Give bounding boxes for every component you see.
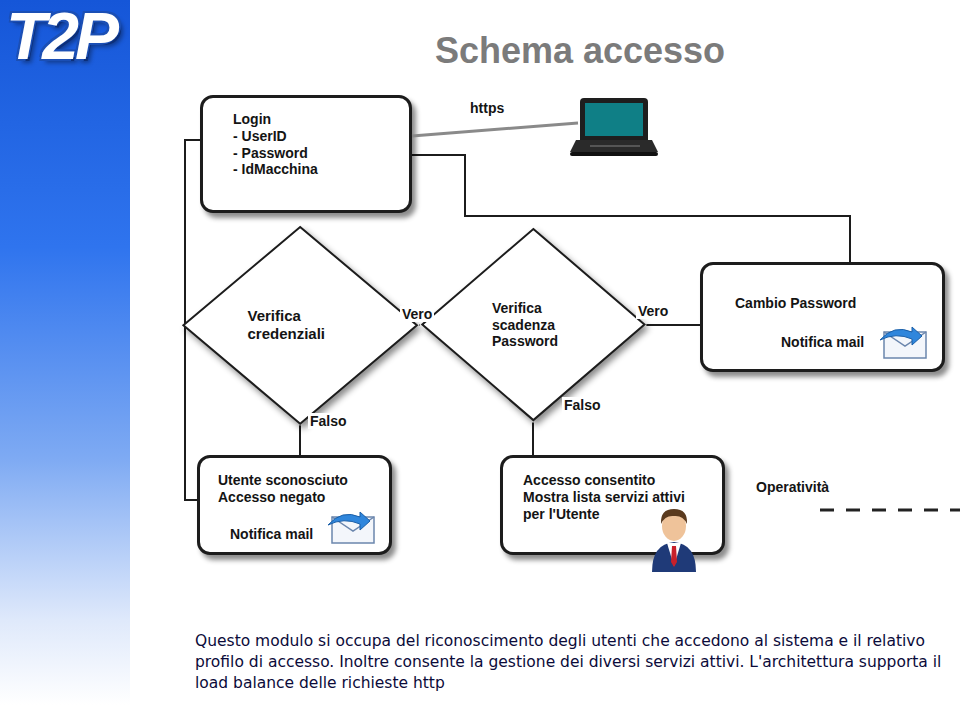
edge-label: Falso <box>308 413 349 429</box>
node-text: Notifica mail <box>781 334 932 351</box>
flow-label: Operatività <box>756 479 829 495</box>
logo-text: T2P <box>6 0 115 74</box>
title: Schema accesso <box>300 30 860 72</box>
protocol-label: https <box>470 100 504 116</box>
illustration-part <box>570 140 658 152</box>
diamond-outline <box>422 229 644 420</box>
node-text: - IdMacchina <box>233 161 393 178</box>
node-text: Login <box>233 111 393 128</box>
node-text: Cambio Password <box>735 295 932 312</box>
illustration-part <box>590 145 640 147</box>
laptop-icon <box>570 98 658 156</box>
decision-diamond: Verifica scadenza Password <box>420 227 647 422</box>
caption: Questo modulo si occupa del riconoscimen… <box>195 631 947 694</box>
node-text: - Password <box>233 145 393 162</box>
decision-diamond: Verifica credenziali <box>181 225 419 426</box>
connector <box>299 425 301 455</box>
connector <box>418 324 420 326</box>
node-text: Notifica mail <box>230 526 379 543</box>
edge-label: Falso <box>562 397 603 413</box>
node-text: Verifica scadenza Password <box>492 300 574 350</box>
edge-label: Vero <box>400 306 434 322</box>
operativita-dash <box>820 509 960 512</box>
process-box: Cambio PasswordNotifica mail <box>700 262 945 372</box>
node-text: Verifica credenziali <box>247 307 352 343</box>
process-box: Utente sconosciuto Accesso negatoNotific… <box>197 455 392 555</box>
node-text: - UserID <box>233 128 393 145</box>
illustration-part <box>585 103 643 136</box>
https-link <box>412 123 578 136</box>
illustration-part <box>580 98 648 140</box>
connector <box>646 324 700 326</box>
connector <box>532 423 534 456</box>
node-text: Accesso consentito Mostra lista servizi … <box>523 472 685 522</box>
side-band <box>0 0 130 705</box>
process-box: Accesso consentito Mostra lista servizi … <box>500 455 725 555</box>
node-text: Utente sconosciuto Accesso negato <box>218 472 368 506</box>
edge-label: Vero <box>636 303 670 319</box>
login-box: Login- UserID- Password- IdMacchina <box>200 95 412 213</box>
diamond-outline <box>183 227 417 424</box>
illustration-part <box>570 152 658 156</box>
connector <box>412 155 850 262</box>
